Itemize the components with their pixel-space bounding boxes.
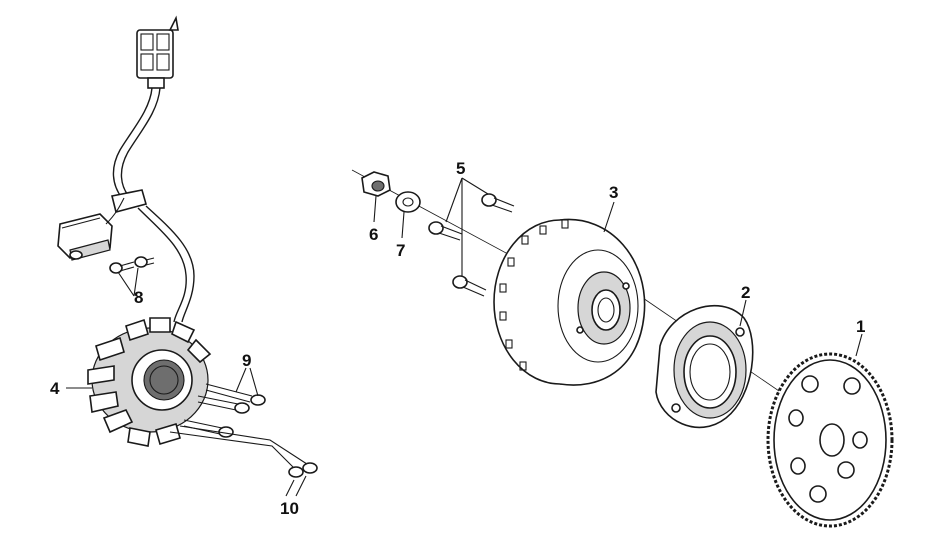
callout-5: 5: [456, 159, 465, 178]
gear-holes: [788, 375, 868, 503]
pickup-coil: [57, 197, 125, 261]
bolt-9b: [197, 395, 250, 414]
flange-nut: [361, 171, 391, 223]
wiring-harness: [57, 15, 195, 323]
flywheel-bolts: [428, 177, 515, 297]
bolt-9c: [183, 419, 234, 438]
starter-clutch: [655, 299, 754, 429]
callout-1: 1: [856, 317, 865, 336]
bolt-5b: [428, 221, 463, 241]
bolt-8a: [109, 261, 135, 274]
bolt-5a: [481, 193, 515, 213]
callout-7: 7: [396, 241, 405, 260]
callout-6: 6: [369, 225, 378, 244]
bolt-8b: [134, 256, 155, 268]
rotor-fins: [499, 219, 569, 371]
callout-10: 10: [280, 499, 299, 518]
callout-2: 2: [741, 283, 750, 302]
stator-bolts: [183, 367, 266, 438]
flywheel-rotor: [493, 201, 646, 386]
callout-9: 9: [242, 351, 251, 370]
bolt-5c: [452, 275, 487, 297]
callout-3: 3: [609, 183, 618, 202]
stator-poles: [87, 317, 212, 447]
callout-8: 8: [134, 288, 143, 307]
connector-plug: [136, 15, 179, 89]
starter-driven-gear: [766, 333, 894, 528]
stator-coil: [66, 317, 212, 447]
callout-4: 4: [50, 379, 60, 398]
wire-terminals: [169, 425, 318, 497]
bolt-9a: [205, 383, 266, 406]
washer: [395, 191, 421, 239]
pickup-coil-bolts: [109, 256, 155, 274]
